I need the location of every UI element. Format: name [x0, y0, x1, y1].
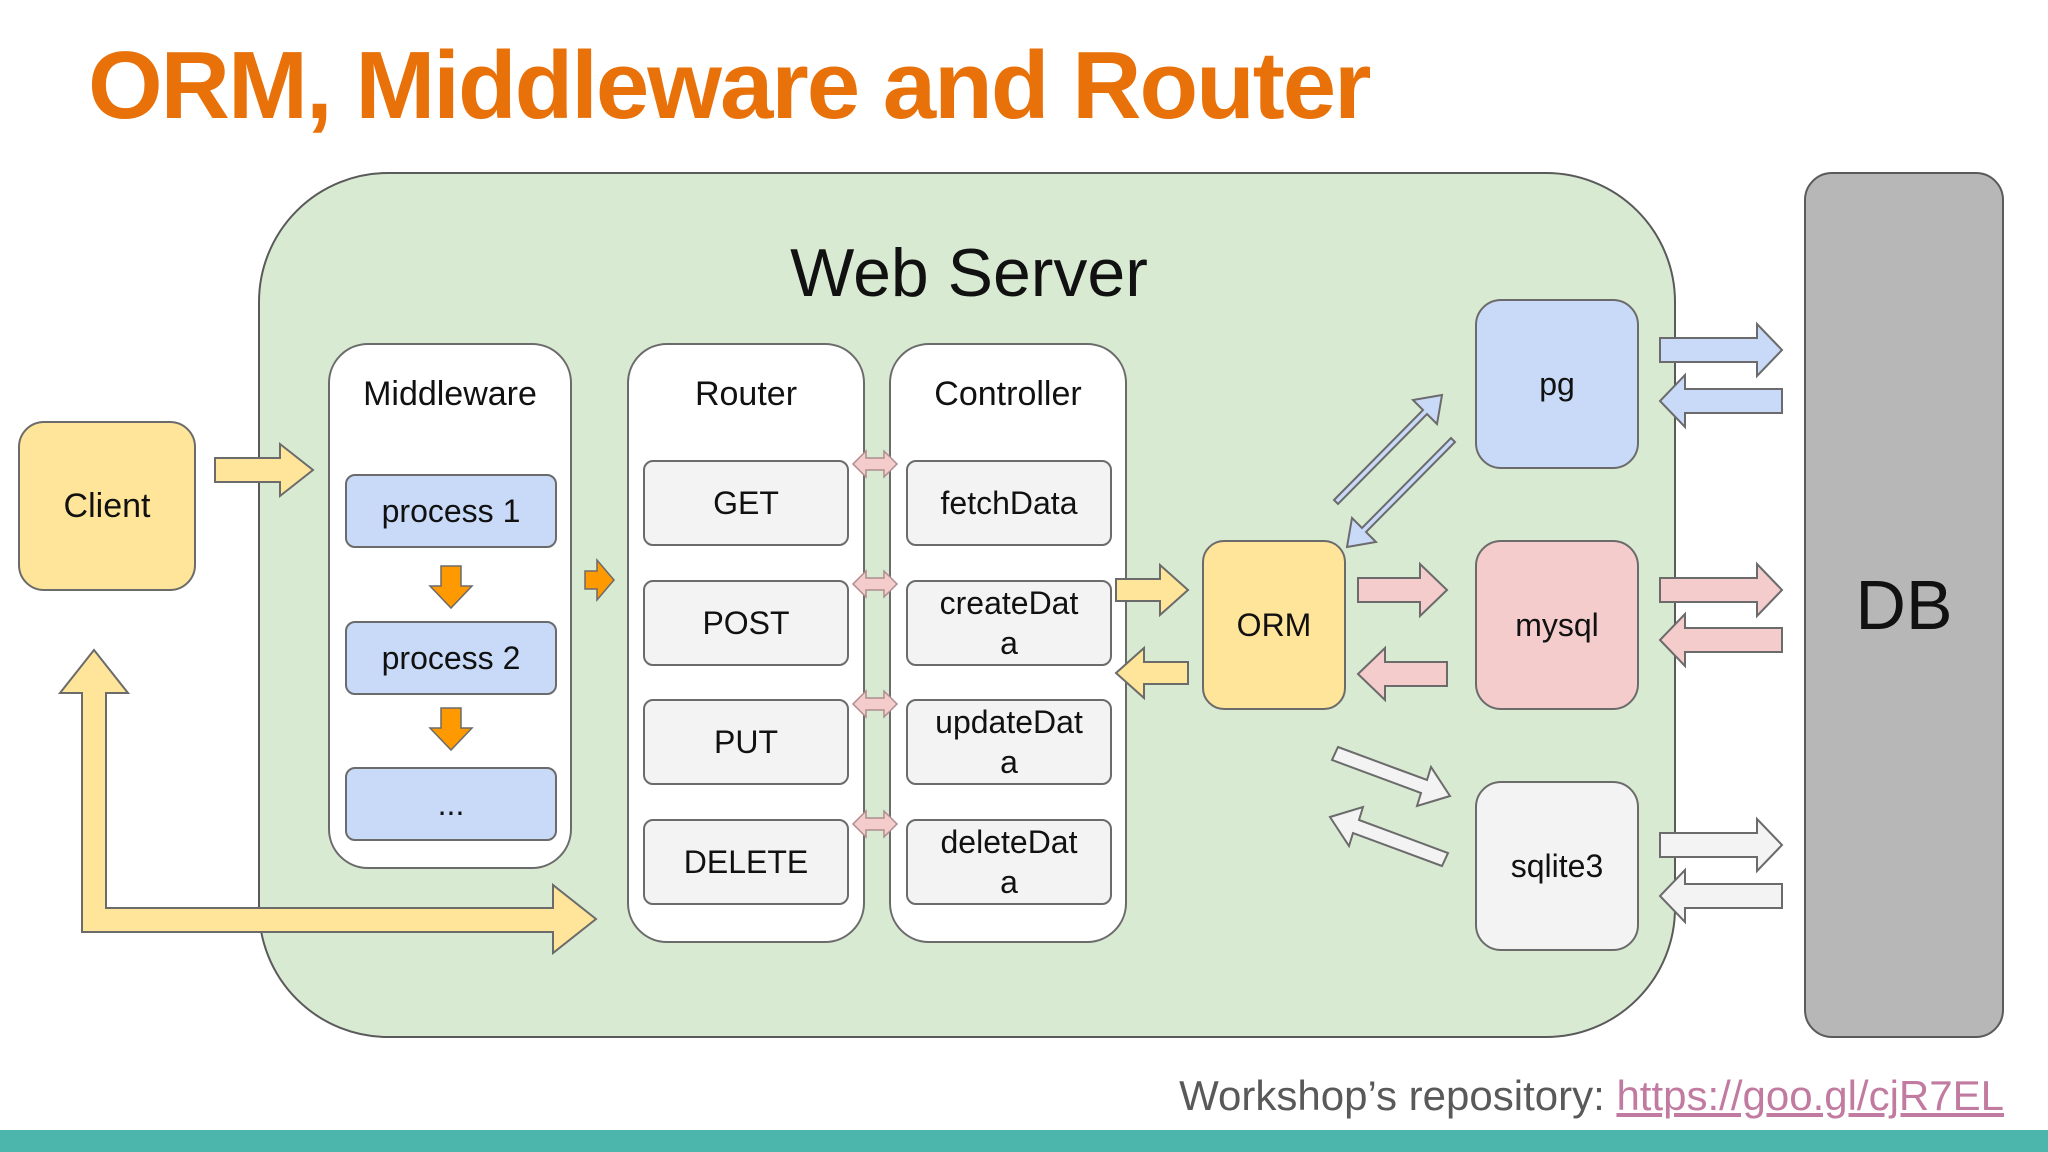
- router-post: POST: [643, 580, 849, 666]
- repository-link[interactable]: https://goo.gl/cjR7EL: [1616, 1072, 2004, 1119]
- process-down-arrow-2: [428, 707, 474, 752]
- pg-to-orm-arrow: [1345, 436, 1457, 549]
- router-delete: DELETE: [643, 819, 849, 905]
- db-to-mysql-arrow: [1658, 611, 1783, 669]
- client-box: Client: [18, 421, 196, 591]
- orm-to-pg-arrow: [1332, 393, 1444, 506]
- middleware-process-1: process 1: [345, 474, 557, 548]
- route-link-arrow-post: [851, 569, 899, 599]
- db-to-sqlite3-arrow: [1658, 867, 1783, 925]
- orm-to-mysql-arrow: [1357, 561, 1449, 619]
- client-to-server-arrow: [214, 441, 315, 499]
- middleware-process-2: process 2: [345, 621, 557, 695]
- slide-title: ORM, Middleware and Router: [88, 32, 1371, 139]
- sqlite3-to-orm-arrow: [1328, 805, 1450, 868]
- process-down-arrow-1: [428, 565, 474, 610]
- mysql-to-db-arrow: [1659, 561, 1784, 619]
- web-server-label: Web Server: [790, 235, 1148, 311]
- controller-delete-data: deleteDat a: [906, 819, 1112, 905]
- router-get: GET: [643, 460, 849, 546]
- driver-sqlite3: sqlite3: [1475, 781, 1639, 951]
- driver-pg: pg: [1475, 299, 1639, 469]
- router-put: PUT: [643, 699, 849, 785]
- controller-to-orm-arrow: [1115, 562, 1190, 618]
- controller-label: Controller: [934, 375, 1082, 413]
- footer-bar: [0, 1130, 2048, 1152]
- middleware-label: Middleware: [363, 375, 537, 413]
- controller-update-data: updateDat a: [906, 699, 1112, 785]
- db-to-pg-arrow: [1658, 372, 1783, 430]
- pg-to-db-arrow: [1659, 321, 1784, 379]
- route-link-arrow-delete: [851, 809, 899, 839]
- orm-to-controller-arrow: [1114, 645, 1189, 701]
- controller-create-data: createDat a: [906, 580, 1112, 666]
- router-label: Router: [694, 375, 798, 413]
- driver-mysql: mysql: [1475, 540, 1639, 710]
- route-link-arrow-get: [851, 449, 899, 479]
- middleware-process-more: ...: [345, 767, 557, 841]
- response-path-arrow: [57, 648, 598, 956]
- orm-to-sqlite3-arrow: [1330, 745, 1452, 808]
- middleware-to-router-arrow: [584, 557, 615, 603]
- db-box: DB: [1804, 172, 2004, 1038]
- mysql-to-orm-arrow: [1356, 645, 1448, 703]
- controller-fetch-data: fetchData: [906, 460, 1112, 546]
- sqlite3-to-db-arrow: [1659, 816, 1784, 874]
- footer-text: Workshop’s repository:: [1179, 1072, 1617, 1119]
- route-link-arrow-put: [851, 689, 899, 719]
- footer-note: Workshop’s repository: https://goo.gl/cj…: [1179, 1072, 2004, 1120]
- orm-box: ORM: [1202, 540, 1346, 710]
